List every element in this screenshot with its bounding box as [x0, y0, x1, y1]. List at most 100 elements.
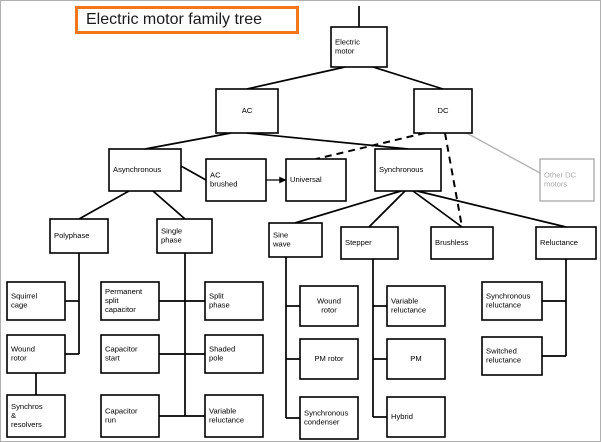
node-box: [481, 281, 543, 321]
node-label: Reluctance: [540, 238, 578, 247]
node-box: [100, 334, 160, 374]
node-label: AC: [242, 106, 253, 115]
node-polyphase[interactable]: Polyphase: [49, 218, 109, 254]
node-label: split: [105, 296, 119, 305]
node-box: [386, 338, 446, 380]
node-label: reluctance: [486, 301, 521, 310]
edge-dc-brushless: [444, 132, 463, 228]
node-box: [539, 158, 595, 202]
node-label: phase: [209, 301, 230, 310]
node-label: motors: [544, 180, 567, 189]
node-label: Variable: [209, 406, 236, 415]
node-stepper[interactable]: Stepper: [340, 226, 399, 260]
node-label: reluctance: [391, 306, 426, 315]
node-box: [204, 394, 264, 438]
node-label: Sine: [273, 230, 288, 239]
node-box: [100, 281, 160, 321]
node-label: Brushless: [435, 238, 469, 247]
node-label: &: [11, 411, 16, 420]
node-box: [205, 158, 267, 202]
node-label: Switched: [486, 346, 517, 355]
node-box: [6, 334, 66, 374]
edge-ac-synchronous: [246, 132, 409, 150]
node-pm[interactable]: PM: [386, 338, 446, 380]
node-box: [156, 218, 213, 254]
node-label: Permanent: [105, 287, 143, 296]
node-box: [215, 88, 279, 134]
node-label: Synchronous: [304, 408, 349, 417]
node-box: [204, 334, 264, 374]
node-label: rotor: [321, 306, 337, 315]
edge-layer: [35, 6, 567, 419]
node-label: phase: [161, 236, 182, 245]
node-box: [299, 396, 359, 440]
node-label: AC: [210, 170, 221, 179]
node-box: [100, 394, 160, 438]
node-label: DC: [438, 106, 449, 115]
node-label: Asynchronous: [113, 165, 161, 174]
node-box: [330, 26, 388, 68]
node-label: Variable: [391, 296, 418, 305]
diagram-title-box: Electric motor family tree: [75, 6, 299, 34]
node-brushless[interactable]: Brushless: [430, 226, 494, 260]
node-label: start: [105, 354, 121, 363]
node-label: Synchros: [11, 402, 43, 411]
node-box: [430, 226, 494, 260]
node-label: wave: [272, 240, 291, 249]
node-label: Electric: [335, 37, 360, 46]
node-pm-rotor[interactable]: PM rotor: [299, 338, 359, 380]
node-label: reluctance: [209, 416, 244, 425]
node-box: [6, 394, 66, 438]
node-box: [268, 222, 323, 258]
node-label: resolvers: [11, 420, 42, 429]
edge-ac-asynchronous: [144, 132, 232, 150]
node-hybrid[interactable]: Hybrid: [386, 396, 446, 438]
node-synchronous[interactable]: Synchronous: [374, 148, 442, 192]
edge-dc-universal: [315, 132, 426, 160]
node-label: Shaded: [209, 344, 235, 353]
node-box: [535, 226, 597, 260]
node-box: [340, 226, 399, 260]
edge-asynchronous-polyphase: [78, 190, 130, 220]
node-box: [285, 158, 347, 202]
node-reluctance[interactable]: Reluctance: [535, 226, 597, 260]
node-universal[interactable]: Universal: [285, 158, 347, 202]
node-label: PM: [410, 354, 421, 363]
node-label: Squirrel: [11, 291, 37, 300]
edge-synchronous-brushless: [412, 190, 463, 228]
node-synchros-resolvers[interactable]: Synchros&resolvers: [6, 394, 66, 438]
node-ac[interactable]: AC: [215, 88, 279, 134]
node-label: Capacitor: [105, 406, 138, 415]
node-label: Universal: [290, 175, 322, 184]
node-box: [413, 88, 473, 134]
node-asynchronous[interactable]: Asynchronous: [108, 148, 182, 192]
node-label: Synchronous: [486, 291, 531, 300]
node-label: Wound: [317, 296, 341, 305]
node-dc[interactable]: DC: [413, 88, 473, 134]
node-label: cage: [11, 301, 27, 310]
node-box: [386, 396, 446, 438]
node-label: Capacitor: [105, 344, 138, 353]
node-label: Polyphase: [54, 231, 89, 240]
